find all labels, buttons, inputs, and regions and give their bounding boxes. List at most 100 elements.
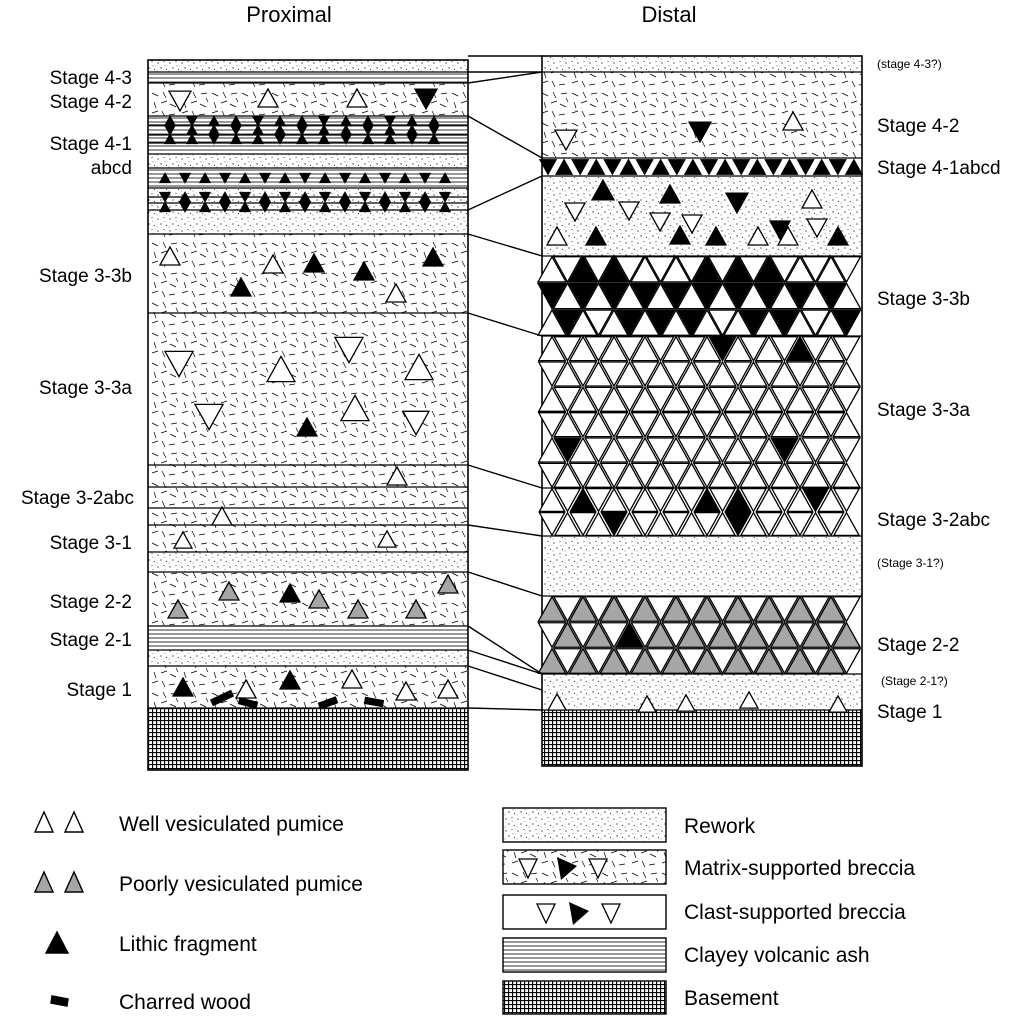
well-vesiculated-pumice	[776, 225, 800, 246]
lithic-fragment	[552, 309, 583, 337]
lithic-fragment	[278, 669, 302, 690]
lithic-fragment	[278, 201, 292, 213]
well-vesiculated-pumice	[614, 596, 645, 623]
lithic-fragment	[691, 255, 723, 283]
lithic-fragment	[587, 158, 606, 175]
well-vesiculated-pumice	[723, 622, 753, 649]
lithic-fragment	[724, 487, 752, 512]
lithic-fragment	[258, 191, 272, 203]
charred-wood-icon	[50, 995, 69, 1007]
well-vesiculated-pumice	[708, 386, 737, 413]
poorly-vesiculated-pumice	[599, 647, 629, 674]
well-vesiculated-pumice	[568, 335, 598, 362]
well-vesiculated-pumice	[645, 282, 676, 310]
well-vesiculated-pumice	[598, 308, 630, 336]
lithic-fragment	[229, 133, 243, 145]
well-vesiculated-pumice	[256, 87, 280, 108]
well-vesiculated-pumice	[677, 511, 706, 536]
lithic-fragment	[801, 488, 830, 513]
well-vesiculated-pumice	[770, 411, 799, 438]
poorly-vesiculated-pumice	[816, 595, 846, 622]
distal-header: Distal	[641, 2, 696, 27]
well-vesiculated-pumice	[584, 411, 613, 438]
well-vesiculated-pumice	[599, 335, 629, 362]
well-vesiculated-pumice	[738, 256, 769, 284]
lithic-fragment	[158, 172, 172, 184]
well-vesiculated-pumice	[723, 361, 753, 388]
lithic-fragment	[158, 191, 172, 203]
legend-matrix-supported-breccia: Matrix-supported breccia	[684, 857, 915, 880]
well-vesiculated-pumice	[739, 437, 768, 464]
lithic-fragment	[229, 276, 253, 297]
lithic-fragment	[413, 88, 439, 111]
well-vesiculated-pumice	[552, 282, 583, 310]
well-vesiculated-pumice	[646, 336, 675, 362]
well-vesiculated-pumice	[677, 488, 706, 513]
well-vesiculated-pumice	[784, 308, 816, 336]
well-vesiculated-pumice	[646, 411, 675, 438]
legend-charred-wood: Charred wood	[119, 991, 251, 1014]
charred-wood	[317, 696, 339, 710]
well-vesiculated-pumice	[646, 386, 675, 413]
lithic-fragment	[273, 133, 287, 145]
lithic-fragment	[171, 676, 195, 697]
poorly-vesiculated-pumice	[436, 573, 460, 594]
well-vesiculated-pumice	[800, 648, 831, 675]
well-vesiculated-pumice	[816, 436, 846, 463]
lithic-fragment	[352, 260, 376, 281]
well-vesiculated-pumice	[662, 487, 690, 512]
lithic-fragment	[683, 158, 703, 175]
well-vesiculated-pumice	[677, 462, 706, 488]
well-vesiculated-pumice	[723, 412, 753, 438]
lithic-fragment	[317, 133, 331, 145]
well-vesiculated-pumice	[739, 462, 768, 488]
lithic-fragment	[318, 191, 332, 203]
distal-column	[536, 55, 864, 767]
label-stage-1-proximal: Stage 1	[67, 680, 133, 701]
well-vesiculated-pumice	[636, 694, 658, 713]
legend-well-vesiculated-pumice: Well vesiculated pumice	[119, 813, 344, 836]
well-vesiculated-pumice	[817, 487, 845, 512]
lithic-fragment	[538, 159, 558, 176]
lithic-fragment	[278, 582, 302, 603]
poorly-vesiculated-pumice	[630, 647, 660, 674]
well-vesiculated-pumice	[770, 336, 799, 362]
well-vesiculated-pumice	[661, 622, 691, 649]
well-vesiculated-pumice	[723, 462, 753, 489]
well-vesiculated-pumice	[583, 596, 614, 623]
lithic-fragment	[438, 172, 452, 184]
well-vesiculated-pumice	[584, 336, 613, 362]
lithic-fragment	[317, 115, 331, 127]
lithic-fragment	[421, 246, 445, 267]
clast-supported-breccia-swatch	[502, 894, 667, 930]
lithic-fragment	[318, 172, 332, 184]
well-vesiculated-pumice	[384, 282, 408, 303]
label-stage-3-3b-distal: Stage 3-3b	[877, 289, 970, 310]
well-vesiculated-pumice	[568, 462, 598, 489]
well-vesiculated-pumice	[786, 512, 814, 537]
lithic-fragment	[780, 158, 799, 175]
lithic-fragment	[198, 191, 212, 203]
well-vesiculated-pumice	[340, 668, 364, 689]
lithic-fragment	[598, 282, 630, 310]
lithic-fragment	[668, 224, 692, 245]
well-vesiculated-pumice	[537, 436, 567, 463]
well-vesiculated-pumice	[345, 87, 369, 108]
lithic-fragment	[667, 159, 686, 176]
proximal-column	[147, 59, 469, 771]
well-vesiculated-pumice	[163, 350, 195, 378]
well-vesiculated-pumice	[553, 129, 579, 152]
well-vesiculated-pumice	[739, 511, 768, 536]
well-vesiculated-pumice	[403, 353, 435, 381]
well-vesiculated-pumice	[769, 256, 800, 284]
well-vesiculated-pumice	[754, 386, 784, 412]
well-vesiculated-pumice	[261, 253, 285, 274]
lithic-fragment	[600, 512, 628, 537]
well-vesiculated-pumice	[676, 256, 707, 284]
well-vesiculated-pumice	[537, 622, 567, 649]
well-vesiculated-pumice	[692, 335, 722, 362]
lithic-fragment	[258, 201, 272, 213]
well-vesiculated-pumice	[645, 256, 676, 284]
label-stage-3-3a-distal: Stage 3-3a	[877, 400, 970, 421]
label-stage-4-1abcd-distal: Stage 4-1abcd	[877, 158, 1001, 179]
